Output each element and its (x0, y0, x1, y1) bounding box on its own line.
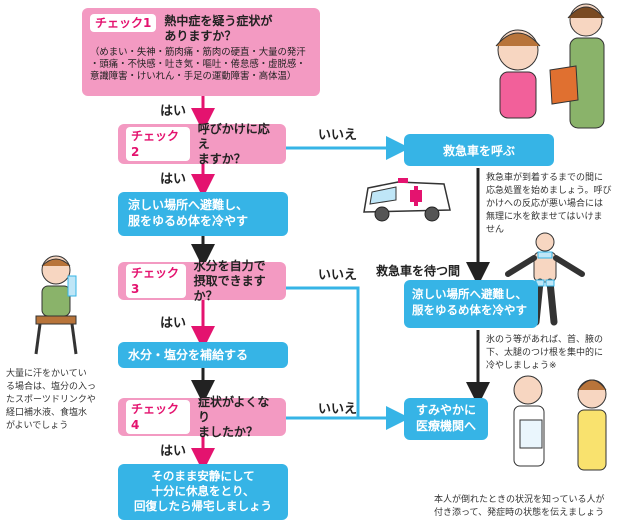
cool-action-line1: 涼しい場所へ避難し、 (128, 198, 249, 212)
girl-and-mother-icon (495, 3, 605, 129)
check3-box: チェック3 水分を自力で 摂取できますか？ (118, 258, 286, 303)
ambulance-icon (363, 178, 451, 222)
check2-box: チェック2 呼びかけに応え ますか？ (118, 121, 286, 166)
cool-action-line2: 服をゆるめ体を冷やす (128, 214, 249, 228)
ambulance-call-text: 救急車を呼ぶ (442, 143, 515, 158)
rest-action-line1: そのまま安静にして (151, 469, 255, 483)
check1-question-line2: ありますか？ (164, 29, 237, 43)
check1-symptoms-line3: 意識障害・けいれん・手足の運動障害・高体温） (90, 71, 297, 82)
ambulance-note: 救急車が到着するまでの間に 応急処置を始めましょう。呼び かけへの反応が悪い場合… (486, 173, 612, 235)
hospital-action-line2: 医療機関へ (415, 419, 476, 433)
check2-badge: チェック2 (126, 127, 190, 161)
nurse-and-patient-icon (513, 375, 607, 471)
arrow-check3-no (286, 286, 360, 418)
no-label-1: いいえ (318, 128, 358, 143)
check4-question-line1: 症状がよくなり (198, 394, 270, 424)
cool-action-box: 涼しい場所へ避難し、 服をゆるめ体を冷やす (118, 192, 288, 236)
no-label-3: いいえ (318, 402, 358, 417)
yes-label-2: はい (160, 172, 187, 187)
yes-label-3: はい (160, 316, 187, 331)
check1-question-line1: 熱中症を疑う症状が (164, 14, 273, 28)
yes-label-1: はい (160, 104, 187, 119)
wait-label: 救急車を待つ間 (376, 264, 461, 278)
hospital-note: 本人が倒れたときの状況を知っている人が 付き添って、発症時の状態を伝えましょう (434, 495, 605, 518)
ice-note: 氷のう等があれば、首、腋の 下、太腿のつけ根を集中的に 冷やしましょう※ (486, 335, 604, 371)
check3-badge: チェック3 (126, 264, 186, 298)
check3-question-line1: 水分を自力で (193, 258, 266, 273)
water-action-box: 水分・塩分を補給する (118, 342, 288, 368)
check4-box: チェック4 症状がよくなり ましたか？ (118, 394, 286, 439)
check1-symptoms-line2: ・頭痛・不快感・吐き気・嘔吐・倦怠感・虚脱感・ (90, 59, 306, 70)
boy-drinking-icon (34, 255, 78, 355)
rest-action-box: そのまま安静にして 十分に休息をとり、 回復したら帰宅しましょう (118, 464, 288, 520)
check1-box: チェック1 熱中症を疑う症状が ありますか？ （めまい・失神・筋肉痛・筋肉の硬直… (82, 8, 320, 96)
hospital-action-line1: すみやかに (415, 403, 476, 417)
cool2-action-line1: 涼しい場所へ避難し、 (412, 287, 527, 301)
rest-action-line3: 回復したら帰宅しましょう (134, 499, 272, 513)
check4-question-line2: ましたか？ (198, 424, 259, 439)
ambulance-call-box: 救急車を呼ぶ (404, 134, 554, 166)
hospital-action-box: すみやかに 医療機関へ (404, 398, 488, 440)
check2-question-line1: 呼びかけに応え (197, 121, 270, 151)
sweat-note: 大量に汗をかいてい る場合は、塩分の入っ たスポーツドリンクや 経口補水液、食塩… (6, 369, 97, 431)
cool2-action-box: 涼しい場所へ避難し、 服をゆるめ体を冷やす (404, 280, 538, 328)
rest-action-line2: 十分に休息をとり、 (151, 484, 255, 498)
check2-question-line2: ますか？ (197, 151, 246, 166)
check1-symptoms-line1: （めまい・失神・筋肉痛・筋肉の硬直・大量の発汗 (90, 47, 306, 58)
no-label-2: いいえ (318, 268, 358, 283)
water-action-text: 水分・塩分を補給する (128, 348, 249, 362)
check4-badge: チェック4 (126, 400, 191, 434)
check1-badge: チェック1 (90, 14, 157, 32)
yes-label-4: はい (160, 444, 187, 459)
check3-question-line2: 摂取できますか？ (193, 273, 266, 303)
cool2-action-line2: 服をゆるめ体を冷やす (412, 303, 527, 317)
